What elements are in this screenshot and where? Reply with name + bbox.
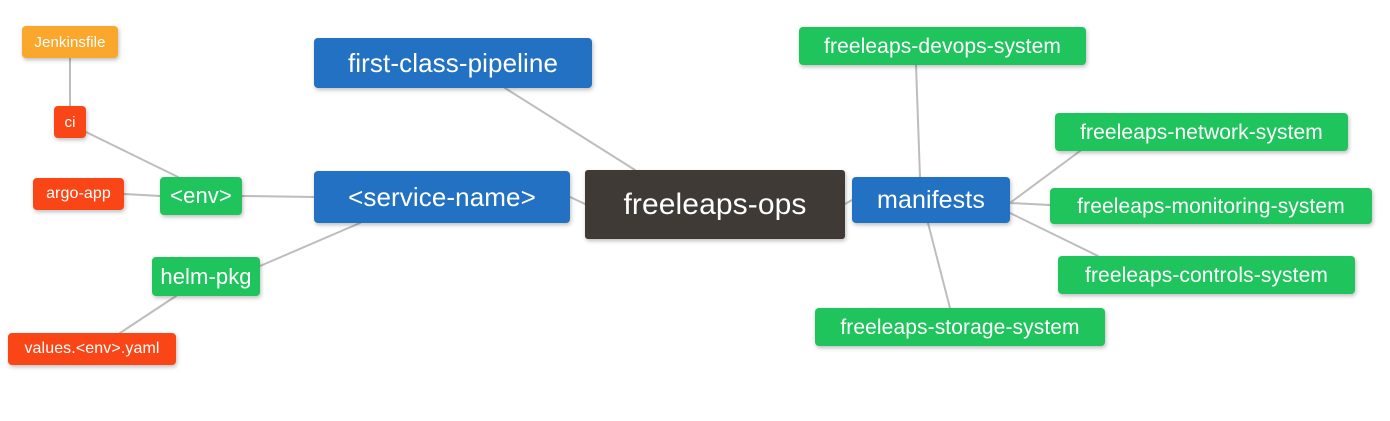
mindmap-edge: [569, 196, 586, 205]
mindmap-node-label: first-class-pipeline: [347, 48, 559, 78]
mindmap-node-helm-pkg[interactable]: helm-pkg: [152, 257, 260, 296]
mindmap-node-freeleaps-devops-system[interactable]: freeleaps-devops-system: [799, 27, 1086, 65]
mindmap-node-env[interactable]: <env>: [160, 177, 242, 215]
mindmap-edge: [844, 199, 853, 205]
mindmap-node-freeleaps-network-system[interactable]: freeleaps-network-system: [1055, 113, 1348, 151]
mindmap-node-label: freeleaps-monitoring-system: [1077, 194, 1345, 218]
mindmap-node-label: argo-app: [46, 185, 111, 202]
mindmap-edge: [1009, 150, 1081, 204]
mindmap-node-label: Jenkinsfile: [34, 33, 106, 51]
mindmap-node-jenkinsfile[interactable]: Jenkinsfile: [22, 26, 118, 58]
mindmap-node-freeleaps-controls-system[interactable]: freeleaps-controls-system: [1058, 256, 1355, 294]
mindmap-edge: [1009, 202, 1051, 206]
mindmap-node-label: freeleaps-network-system: [1080, 120, 1323, 144]
mindmap-node-label: <env>: [170, 183, 232, 208]
mindmap-edge: [915, 64, 921, 178]
mindmap-edge: [85, 131, 179, 178]
mindmap-edge: [123, 193, 161, 197]
mindmap-node-values-env-yaml[interactable]: values.<env>.yaml: [8, 333, 176, 365]
mindmap-node-label: freeleaps-controls-system: [1085, 263, 1328, 287]
mindmap-node-argo-app[interactable]: argo-app: [33, 178, 124, 210]
mindmap-node-label: manifests: [877, 185, 985, 214]
mindmap-edge: [119, 295, 177, 334]
mindmap-node-label: freeleaps-devops-system: [824, 34, 1061, 58]
mindmap-node-label: helm-pkg: [160, 263, 252, 289]
mindmap-node-freeleaps-ops[interactable]: freeleaps-ops: [585, 170, 845, 239]
mindmap-node-first-class-pipeline[interactable]: first-class-pipeline: [314, 38, 592, 88]
mindmap-node-label: values.<env>.yaml: [24, 340, 160, 357]
mindmap-node-label: freeleaps-storage-system: [840, 315, 1080, 339]
mindmap-node-label: <service-name>: [348, 182, 536, 212]
mindmap-node-freeleaps-monitoring-system[interactable]: freeleaps-monitoring-system: [1050, 188, 1372, 224]
mindmap-edge: [927, 222, 951, 309]
mindmap-node-freeleaps-storage-system[interactable]: freeleaps-storage-system: [815, 308, 1105, 346]
mindmap-node-service-name[interactable]: <service-name>: [314, 171, 570, 223]
mindmap-node-ci[interactable]: ci: [54, 106, 86, 138]
mindmap-edge: [241, 195, 315, 198]
mindmap-node-label: ci: [64, 113, 76, 131]
mindmap-node-manifests[interactable]: manifests: [852, 177, 1010, 223]
mindmap-node-label: freeleaps-ops: [623, 187, 807, 221]
mindmap-edge: [1009, 212, 1099, 257]
mindmap-edge: [504, 87, 636, 171]
mindmap-edge: [259, 222, 361, 267]
